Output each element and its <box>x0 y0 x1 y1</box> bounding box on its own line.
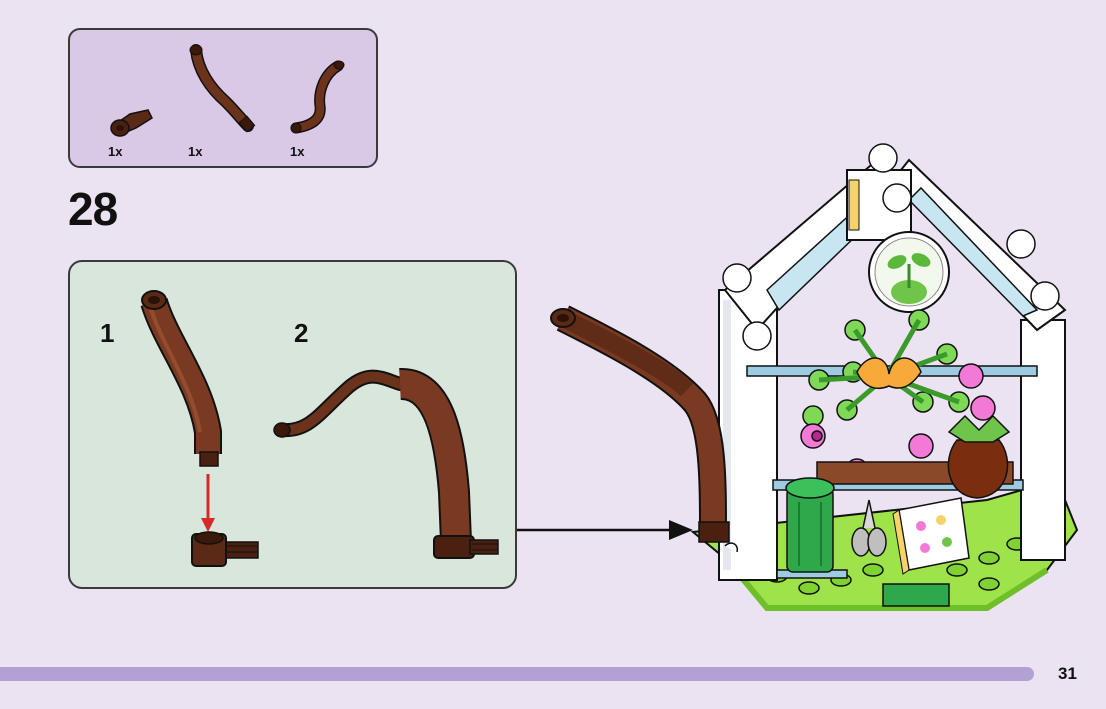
green-bin <box>785 477 835 573</box>
substep-label: 1 <box>100 318 115 348</box>
green-leaf-plant <box>802 309 970 427</box>
s-shaped-hose-piece-icon <box>290 60 345 134</box>
substep-panel: 1 2 <box>68 260 517 589</box>
brown-flower-pot <box>947 414 1011 499</box>
substep-1-connector-illustration <box>191 531 259 567</box>
greenhouse-frame <box>718 143 1067 581</box>
red-arrow-icon <box>201 474 215 532</box>
substep-1-curved-hose-illustration <box>140 290 222 467</box>
flower-poster-tile <box>892 497 970 575</box>
step-number: 28 <box>68 183 118 235</box>
part-quantity: 1x <box>108 144 123 159</box>
butterfly-icon <box>856 357 922 390</box>
part-quantity: 1x <box>290 144 305 159</box>
white-studs <box>722 143 1060 351</box>
attached-brown-hose <box>550 305 739 553</box>
substep-2-assembled-hose-illustration <box>273 368 499 559</box>
scissors-icon <box>851 499 887 557</box>
curved-hose-piece-icon <box>189 44 256 133</box>
parts-illustrations <box>110 44 345 137</box>
substep-label: 2 <box>294 318 309 348</box>
footer-bar <box>0 667 1034 681</box>
part-quantity: 1x <box>188 144 203 159</box>
page-number: 31 <box>1058 664 1077 683</box>
substep-illustrations <box>140 290 499 567</box>
sprout-emblem-icon <box>868 231 950 313</box>
arrow-right-icon <box>517 520 693 540</box>
short-hose-connector-icon <box>110 109 153 137</box>
parts-list-panel: 1x 1x 1x <box>68 28 378 168</box>
greenhouse-model-illustration <box>517 143 1079 611</box>
